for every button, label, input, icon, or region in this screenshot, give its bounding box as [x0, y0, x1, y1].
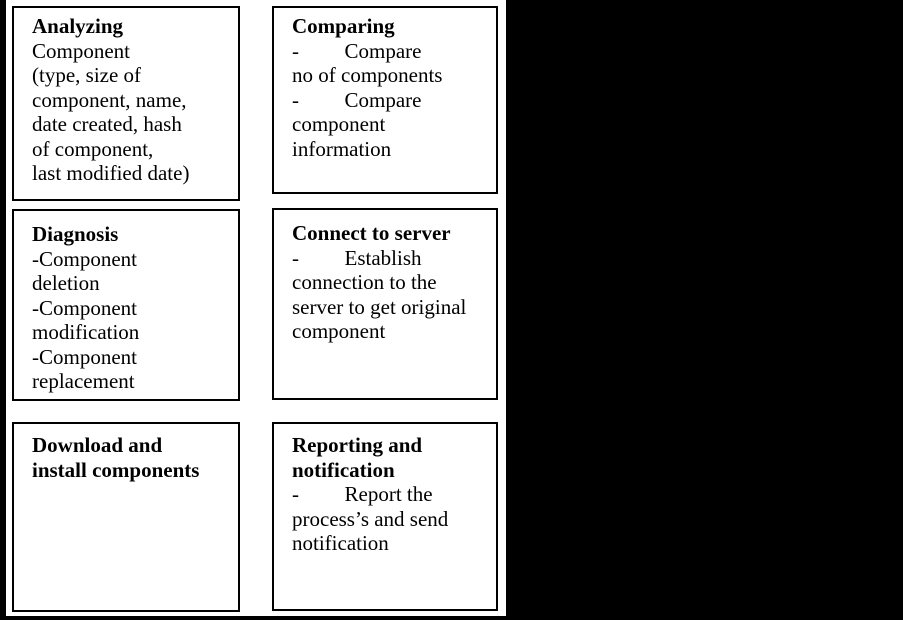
box-text-line: -Component	[32, 295, 137, 320]
box-text-line: -Component	[32, 246, 137, 271]
box-text-line: deletion	[32, 271, 100, 295]
box-text-line: component, name,	[32, 87, 187, 112]
bottom-black-strip	[0, 616, 903, 620]
box-title: Reporting and	[292, 433, 423, 457]
box-text-line: notification	[292, 531, 389, 555]
box-title: Analyzing	[32, 14, 124, 38]
box-text-line: modification	[32, 320, 140, 344]
box-diagnosis: Diagnosis -Component deletion -Component…	[12, 209, 240, 401]
box-text-line: - Report the	[292, 482, 433, 506]
left-black-strip	[0, 0, 6, 620]
box-reporting-notification: Reporting and notification - Report the …	[272, 422, 498, 611]
box-text-line: replacement	[32, 369, 135, 393]
box-title: Connect to server	[292, 221, 451, 245]
box-text-line: of component,	[32, 136, 154, 161]
box-text-line: process’s and send	[292, 506, 449, 531]
right-black-mask	[506, 0, 903, 620]
box-text-line: connection to the	[292, 270, 437, 294]
box-text-line: date created, hash	[32, 112, 182, 136]
box-text-line: component	[292, 319, 386, 343]
box-text-line: component	[292, 112, 386, 136]
box-text-line: last modified date)	[32, 161, 190, 185]
box-text-line: server to get original	[292, 294, 467, 319]
box-text-line: Component	[32, 38, 130, 63]
box-text-line: -Component	[32, 344, 137, 369]
box-title: Download and	[32, 433, 163, 457]
box-analyzing-component: Analyzing Component (type, size of compo…	[12, 6, 240, 201]
box-download-install-components: Download and install components	[12, 422, 240, 612]
box-text-line: (type, size of	[32, 63, 142, 87]
box-title: Comparing	[292, 14, 395, 38]
box-title: Diagnosis	[32, 222, 119, 246]
box-text-line: no of components	[292, 63, 443, 87]
box-connect-to-server: Connect to server - Establish connection…	[272, 208, 498, 400]
box-title: install components	[32, 457, 200, 482]
box-title: notification	[292, 457, 395, 482]
box-text-line: - Compare	[292, 38, 422, 63]
box-text-line: information	[292, 136, 392, 161]
box-text-line: - Establish	[292, 245, 422, 270]
box-comparing: Comparing - Compare no of components - C…	[272, 6, 498, 194]
box-text-line: - Compare	[292, 87, 422, 112]
